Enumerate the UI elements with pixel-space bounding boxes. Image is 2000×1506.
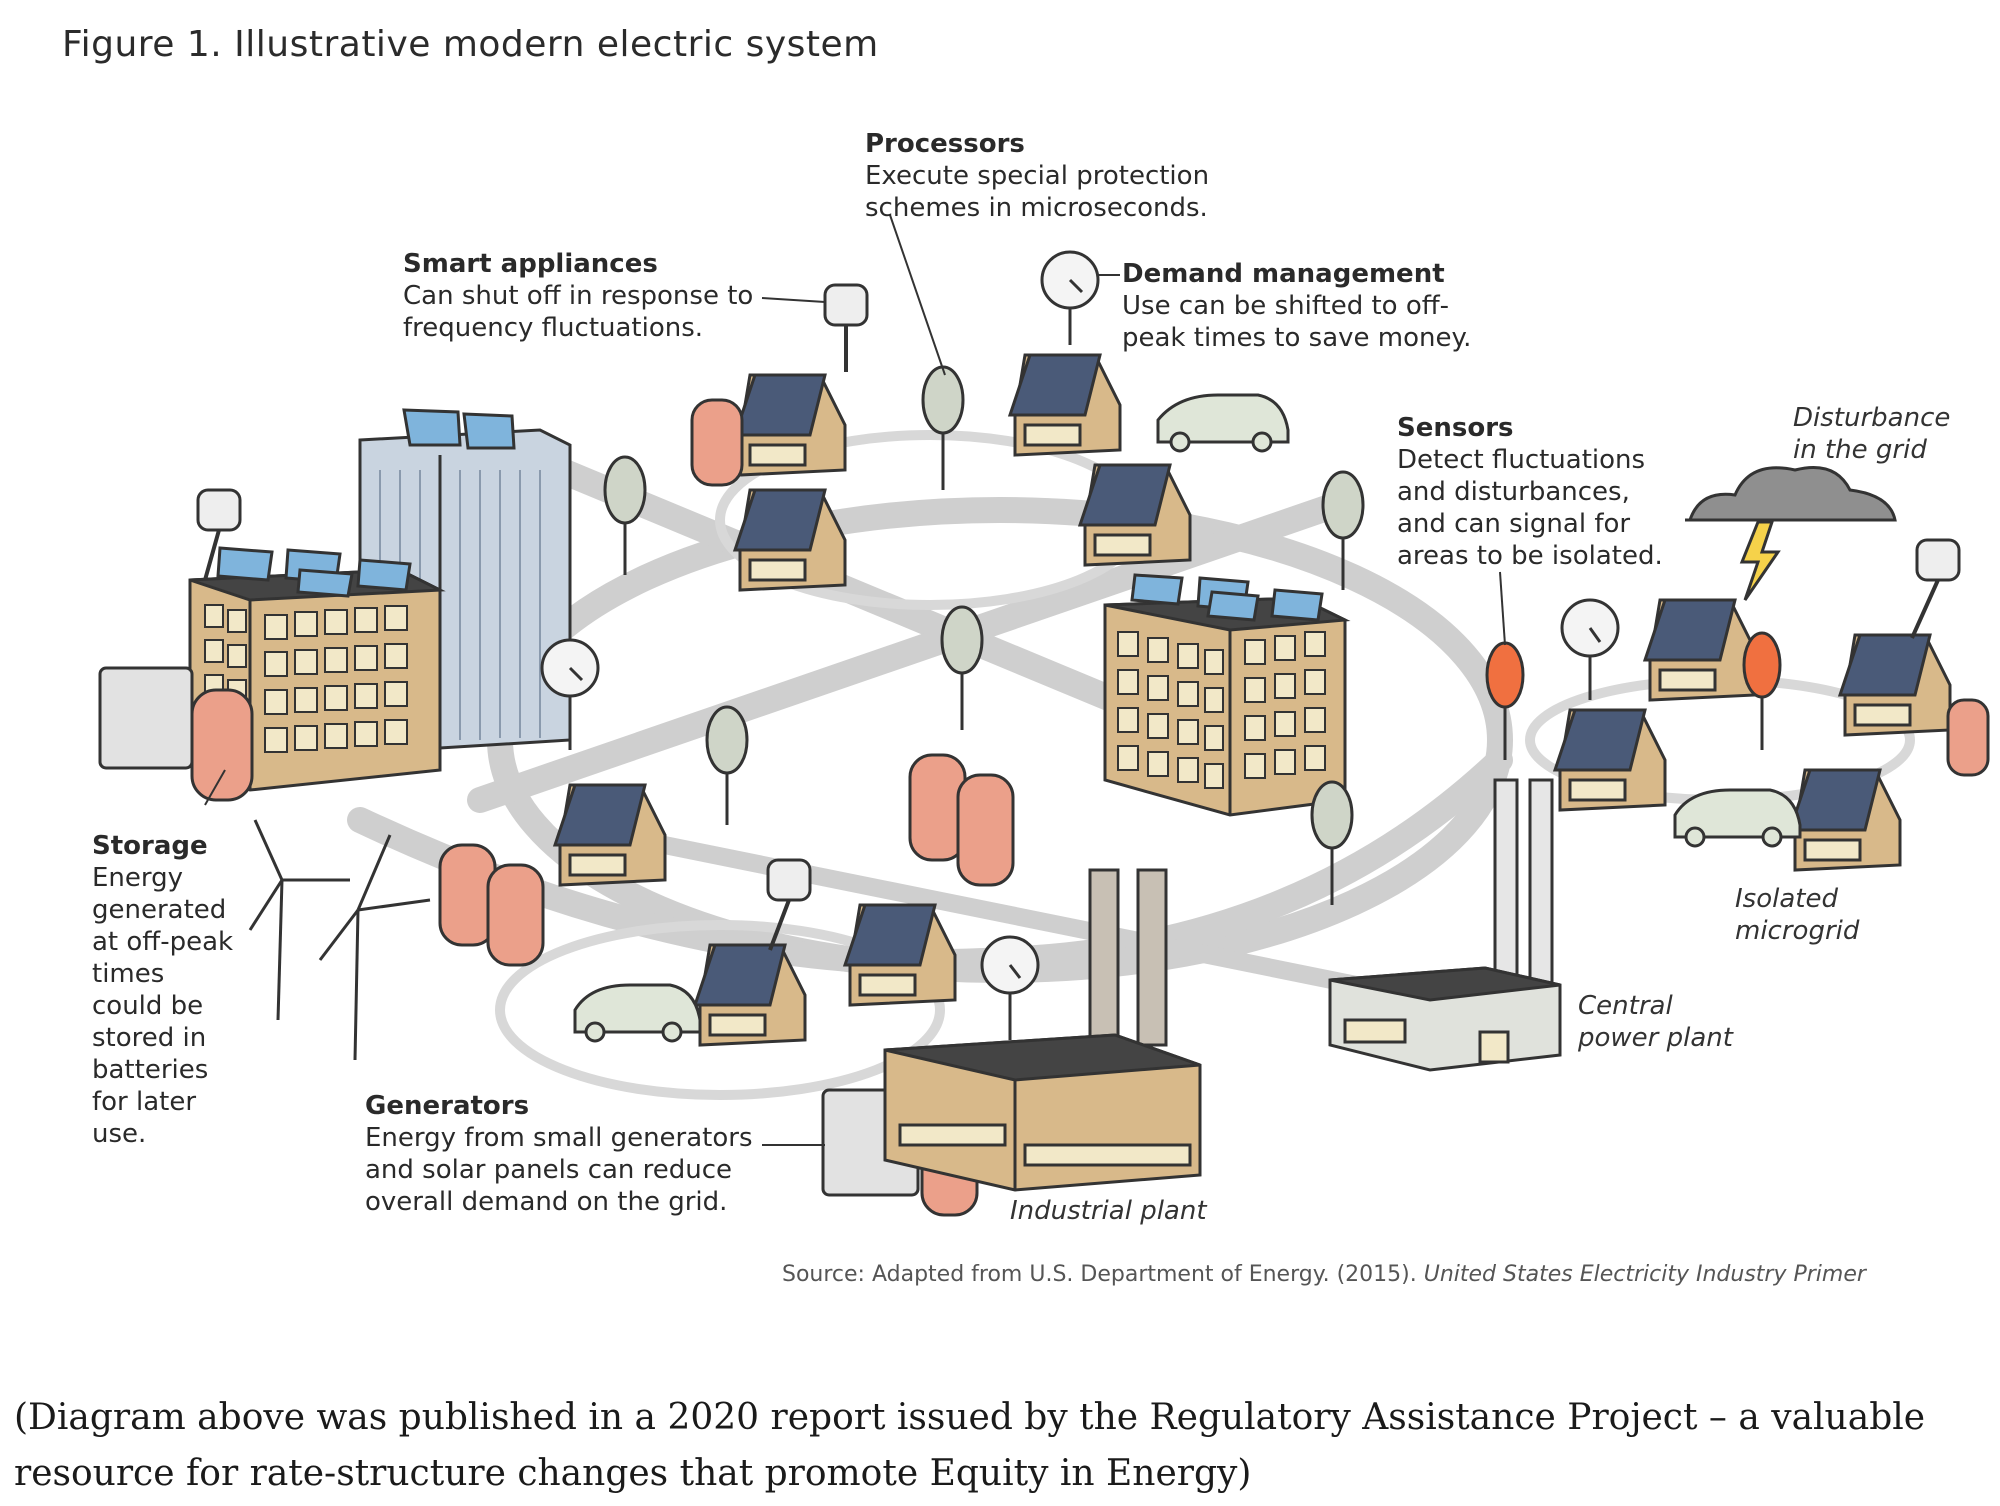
central-plant-label: Central power plant (1578, 990, 1733, 1054)
smart-appliances-line-2: frequency fluctuations. (403, 313, 704, 343)
generators-title: Generators (365, 1091, 530, 1121)
callout-smart-appliances: Smart appliances Can shut off in respons… (403, 248, 753, 344)
sensors (603, 365, 1782, 905)
apartment-building-right (1103, 573, 1351, 817)
callout-demand-management: Demand management Use can be shifted to … (1122, 258, 1471, 354)
processors-line-1: Execute special protection (865, 161, 1210, 191)
generators-line-3: overall demand on the grid. (365, 1187, 728, 1217)
storage-line-6: stored in (92, 1023, 207, 1053)
storage-line-1: Energy (92, 863, 184, 893)
houses (552, 353, 1952, 1047)
microgrid-line-1: Isolated (1735, 884, 1838, 914)
generators-line-2: and solar panels can reduce (365, 1155, 733, 1185)
leader-lines (204, 214, 1506, 1146)
industrial-plant (883, 868, 1202, 1192)
callout-generators: Generators Energy from small generators … (365, 1090, 753, 1218)
microgrid-line-2: microgrid (1735, 916, 1860, 946)
meters (540, 250, 1620, 1040)
central-power-plant (1328, 778, 1562, 1072)
sensors-line-2: and disturbances, (1397, 477, 1630, 507)
source-note: Source: Adapted from U.S. Department of … (782, 1262, 1866, 1287)
storage-line-9: use. (92, 1119, 147, 1149)
sensors-title: Sensors (1397, 413, 1514, 443)
smart-plugs (196, 283, 1961, 951)
wind-turbines (248, 819, 431, 1061)
storm-cloud (1685, 466, 1897, 601)
smart-appliances-title: Smart appliances (403, 249, 658, 279)
processors-title: Processors (865, 129, 1025, 159)
sensors-line-4: areas to be isolated. (1397, 541, 1663, 571)
source-title: United States Electricity Industry Prime… (1423, 1262, 1866, 1287)
batteries (190, 398, 1990, 1217)
storage-line-7: batteries (92, 1055, 209, 1085)
disturbance-line-2: in the grid (1793, 435, 1927, 465)
generators-line-1: Energy from small generators (365, 1123, 753, 1153)
storage-line-2: generated (92, 895, 227, 925)
callout-processors: Processors Execute special protection sc… (865, 128, 1209, 224)
sensors-line-1: Detect fluctuations (1397, 445, 1646, 475)
storage-line-3: at off-peak (92, 927, 234, 957)
processors-line-2: schemes in microseconds. (865, 193, 1208, 223)
demand-management-line-2: peak times to save money. (1122, 323, 1472, 353)
demand-management-title: Demand management (1122, 259, 1445, 289)
storage-title: Storage (92, 831, 208, 861)
storage-line-4: times (92, 959, 165, 989)
callout-sensors: Sensors Detect fluctuations and disturba… (1397, 412, 1663, 572)
source-prefix: Source: Adapted from U.S. Department of … (782, 1262, 1417, 1287)
caption-text: (Diagram above was published in a 2020 r… (14, 1397, 1926, 1494)
disturbance-line-1: Disturbance (1793, 403, 1951, 433)
storage-line-8: for later (92, 1087, 197, 1117)
sensors-line-3: and can signal for (1397, 509, 1631, 539)
industrial-plant-label: Industrial plant (1010, 1196, 1207, 1226)
central-plant-line-1: Central (1578, 991, 1673, 1021)
storage-line-5: could be (92, 991, 204, 1021)
microgrid-label: Isolated microgrid (1735, 883, 1859, 947)
smart-appliances-line-1: Can shut off in response to (403, 281, 754, 311)
central-plant-line-2: power plant (1578, 1023, 1733, 1053)
figure-title: Figure 1. Illustrative modern electric s… (62, 24, 879, 65)
disturbance-label: Disturbance in the grid (1793, 402, 1950, 466)
callout-storage: Storage Energy generated at off-peak tim… (92, 830, 233, 1150)
demand-management-line-1: Use can be shifted to off- (1122, 291, 1450, 321)
electric-cars (573, 393, 1802, 1043)
